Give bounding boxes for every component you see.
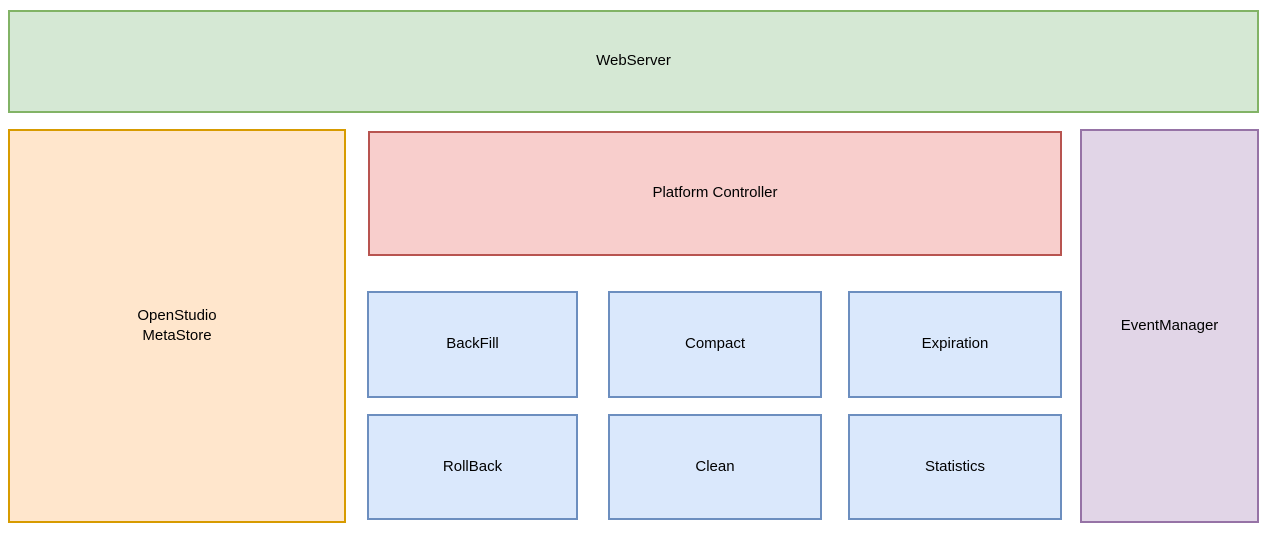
platform-controller-label: Platform Controller	[652, 184, 778, 202]
openstudio-metastore-label: OpenStudio MetaStore	[137, 306, 217, 344]
task-label-statistics: Statistics	[924, 457, 985, 475]
task-box-clean: Clean	[608, 414, 822, 520]
eventmanager-label: EventManager	[1120, 316, 1219, 334]
task-box-expiration: Expiration	[848, 291, 1062, 398]
task-label-backfill: BackFill	[446, 335, 499, 353]
webserver-box: WebServer	[8, 10, 1259, 113]
openstudio-metastore-box: OpenStudio MetaStore	[8, 129, 346, 523]
task-box-statistics: Statistics	[848, 414, 1062, 520]
task-label-rollback: RollBack	[442, 457, 503, 475]
task-label-expiration: Expiration	[921, 335, 989, 353]
task-label-clean: Clean	[695, 457, 735, 475]
task-box-compact: Compact	[608, 291, 822, 398]
task-box-rollback: RollBack	[367, 414, 578, 520]
webserver-label: WebServer	[596, 52, 671, 70]
eventmanager-box: EventManager	[1080, 129, 1259, 523]
task-box-backfill: BackFill	[367, 291, 578, 398]
platform-controller-box: Platform Controller	[368, 131, 1062, 256]
task-label-compact: Compact	[684, 335, 746, 353]
